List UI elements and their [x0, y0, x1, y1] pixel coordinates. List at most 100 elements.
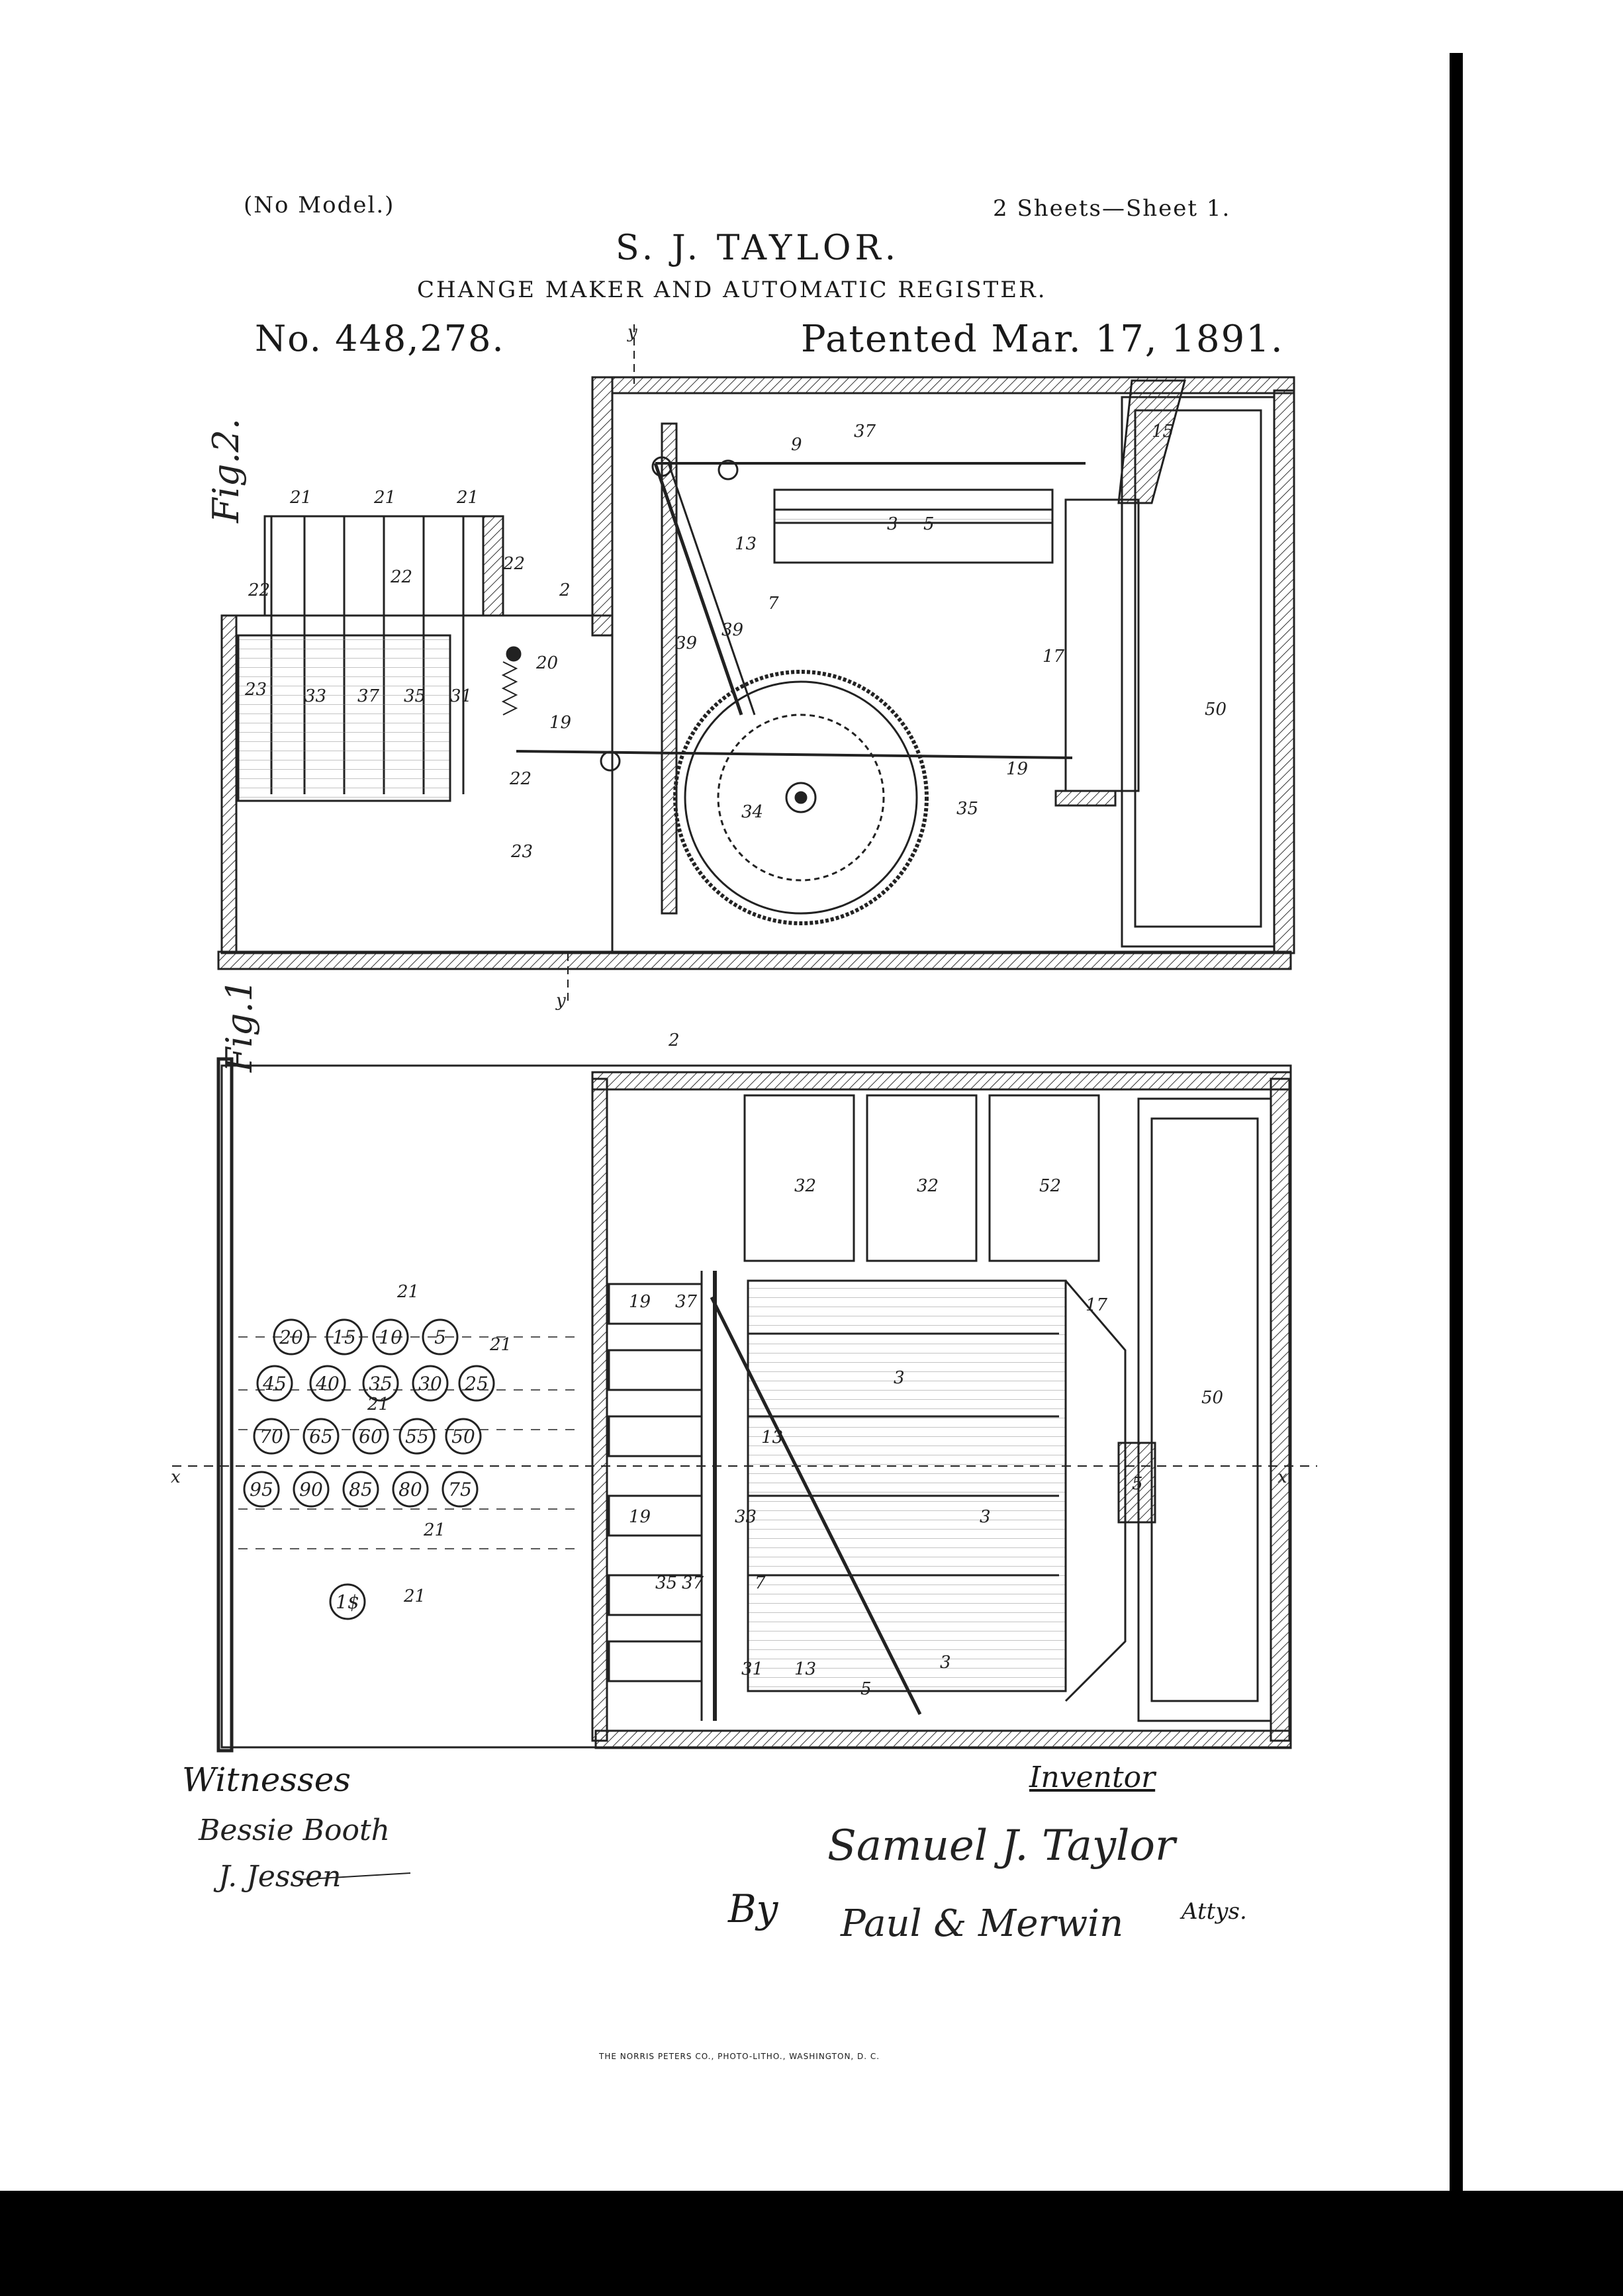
coin-5: 5: [434, 1326, 446, 1348]
attorneys-label: Attys.: [1182, 1898, 1247, 1925]
ref-21-b: 21: [373, 488, 396, 508]
fig1-drawer-52: [988, 1094, 1100, 1262]
coin-80: 80: [398, 1479, 422, 1500]
ref-21-fig1-b: 21: [489, 1335, 512, 1355]
ref-31: 31: [450, 686, 472, 706]
ref-39-a: 39: [675, 633, 697, 653]
coin-65: 65: [309, 1426, 333, 1447]
coin-55: 55: [405, 1426, 429, 1447]
coin-95: 95: [250, 1479, 273, 1500]
ref-2: 2: [559, 580, 571, 600]
coin-75: 75: [448, 1479, 472, 1500]
attorneys-signature: Paul & Merwin: [840, 1902, 1123, 1945]
ref-21-fig1-a: 21: [396, 1282, 419, 1302]
coin-1-dollar: 1$: [336, 1591, 359, 1613]
witnesses-label: Witnesses: [182, 1761, 351, 1799]
fig2-chute: [1117, 379, 1186, 504]
coin-70: 70: [259, 1426, 283, 1447]
coin-85: 85: [349, 1479, 373, 1500]
ref-3-fig1-b: 3: [980, 1507, 991, 1527]
ref-20: 20: [535, 653, 558, 673]
coin-90: 90: [299, 1479, 323, 1500]
coin-30: 30: [418, 1373, 442, 1395]
ref-39-b: 39: [721, 620, 743, 640]
patent-number: No. 448,278.: [255, 318, 505, 359]
coin-40: 40: [315, 1373, 340, 1395]
ref-22-b: 22: [390, 567, 412, 587]
ref-7: 7: [768, 594, 779, 614]
coin-20: 20: [279, 1326, 303, 1348]
fig1-drawer-50: [1137, 1097, 1272, 1722]
fig1-lever-rows: [608, 1283, 703, 1682]
coin-35: 35: [369, 1373, 393, 1395]
ref-31-fig1: 31: [741, 1659, 763, 1679]
ref-5-fig1-b: 5: [860, 1679, 872, 1699]
fig1-label: Fig.1: [218, 979, 260, 1073]
fig1-drawer-32-b: [866, 1094, 978, 1262]
ref-17-fig1: 17: [1086, 1295, 1108, 1315]
ref-5-fig1: 5: [1132, 1474, 1143, 1494]
coin-button-labels: 20 15 10 5 45 40 35 30 25 70 65 60 55 50…: [250, 1326, 488, 1613]
ref-21-fig1-e: 21: [403, 1586, 426, 1606]
coin-25: 25: [464, 1373, 488, 1395]
ref-33: 33: [304, 686, 326, 706]
coin-buttons: [243, 1318, 495, 1620]
fig2-gear-wheel: [673, 670, 929, 925]
ref-13-fig1-b: 13: [794, 1659, 816, 1679]
ref-21-fig1-d: 21: [423, 1520, 445, 1540]
inventor-heading: S. J. TAYLOR.: [616, 228, 900, 268]
fig1-register-columns: [700, 1271, 1127, 1721]
ref-23-b: 23: [510, 842, 533, 862]
ref-34: 34: [741, 802, 763, 822]
ref-35: 35: [956, 799, 978, 819]
ref-19-fig1-a: 19: [629, 1292, 651, 1312]
coin-45: 45: [262, 1373, 287, 1395]
ref-22-d: 22: [509, 769, 532, 789]
ref-5: 5: [923, 514, 935, 534]
ref-22-a: 22: [248, 580, 270, 600]
ref-3-fig1-c: 3: [940, 1653, 951, 1673]
fig2-drawer: [1121, 396, 1275, 948]
fig2-base-plate: [217, 950, 1292, 970]
section-mark-y-bottom: y: [555, 991, 566, 1011]
ref-15: 15: [1152, 422, 1174, 441]
ref-35-b: 35: [404, 686, 426, 706]
patent-title: CHANGE MAKER AND AUTOMATIC REGISTER.: [417, 277, 1047, 303]
fig1-drawer-32-a: [743, 1094, 855, 1262]
ref-9: 9: [791, 435, 802, 455]
ref-23-a: 23: [244, 680, 267, 700]
ref-3: 3: [887, 514, 898, 534]
ref-32-b: 32: [917, 1176, 939, 1196]
inventor-label: Inventor: [1029, 1761, 1156, 1794]
ref-19-fig1-b: 19: [629, 1507, 651, 1527]
sheet-count: 2 Sheets—Sheet 1.: [993, 195, 1231, 222]
coin-50: 50: [451, 1426, 475, 1447]
patent-date: Patented Mar. 17, 1891.: [801, 318, 1284, 361]
ref-13: 13: [735, 534, 757, 554]
ref-35-fig1: 35: [655, 1573, 677, 1593]
ref-37-fig1-a: 37: [675, 1292, 698, 1312]
witness-1-signature: Bessie Booth: [198, 1814, 390, 1847]
ref-13-fig1-a: 13: [761, 1428, 783, 1447]
ref-50-fig1: 50: [1201, 1388, 1223, 1408]
ref-33-fig1: 33: [735, 1507, 757, 1527]
ref-21-a: 21: [289, 488, 312, 508]
section-mark-y-top: y: [627, 322, 637, 342]
ref-37-fig1-b: 37: [682, 1573, 704, 1593]
ref-3-fig1-a: 3: [894, 1368, 905, 1388]
section-mark-x-right: x: [1277, 1467, 1287, 1487]
ref-7-fig1: 7: [755, 1573, 766, 1593]
no-model-note: (No Model.): [244, 192, 395, 218]
fig2-coin-tubes: [237, 515, 504, 802]
figure-1: Fig.1: [171, 979, 1317, 1753]
ref-22-c: 22: [502, 554, 525, 574]
coin-60: 60: [359, 1426, 383, 1447]
ref-17: 17: [1043, 647, 1065, 666]
printer-imprint: THE NORRIS PETERS CO., PHOTO-LITHO., WAS…: [599, 2052, 880, 2061]
fig2-label: Fig.2.: [205, 418, 247, 524]
ref-32-a: 32: [794, 1176, 816, 1196]
ref-37-b: 37: [357, 686, 380, 706]
scan-bottom-bar: [0, 2191, 1623, 2296]
ref-19-a: 19: [549, 713, 571, 733]
